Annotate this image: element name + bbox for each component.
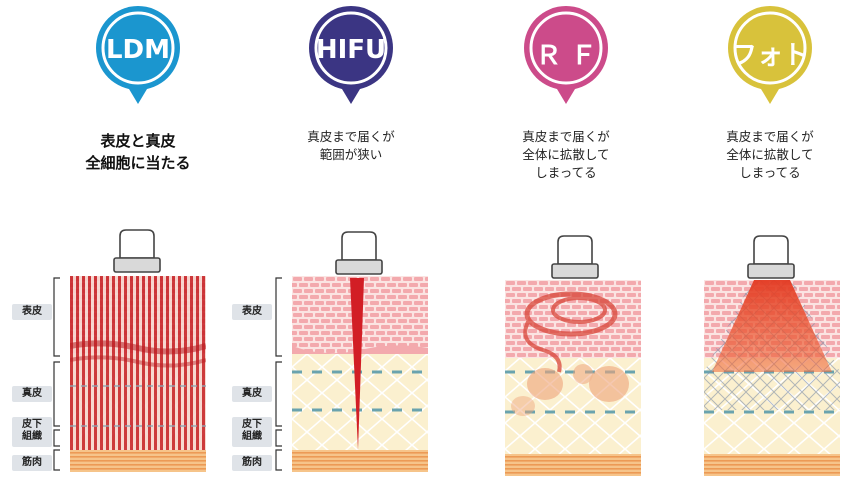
left-layer-brackets	[53, 277, 60, 471]
ldm-probe-icon	[113, 229, 161, 273]
photo-description-line: しまってる	[739, 165, 801, 180]
ldm-skin-diagram	[70, 276, 206, 472]
photo-skin-diagram	[704, 280, 840, 476]
middle-label-dermis: 真皮	[232, 386, 272, 402]
photo-pin-label: フォト	[730, 41, 809, 71]
ldm-wave-stripes	[70, 276, 206, 450]
rf-description-line: 全体に拡散して	[522, 147, 610, 162]
ldm-description-line: 表皮と真皮	[100, 132, 176, 150]
hifu-pin-label: HIFU	[315, 35, 387, 65]
hifu-description-line: 範囲が狭い	[319, 147, 383, 162]
photo-description-line: 真皮まで届くが	[726, 129, 814, 144]
rf-pin-label: Ｒ Ｆ	[535, 41, 597, 71]
middle-label-subcutaneous-line: 皮下	[242, 419, 262, 430]
ldm-pin-shape	[96, 6, 180, 104]
rf-pin-shape	[524, 6, 608, 104]
hifu-skin-diagram	[292, 276, 428, 472]
photo-muscle-layer	[704, 454, 840, 476]
rf-muscle-layer	[505, 454, 641, 476]
hifu-description: 真皮まで届くが 範囲が狭い	[280, 128, 422, 164]
rf-probe-icon	[551, 235, 599, 279]
ldm-muscle-layer	[70, 450, 206, 472]
hifu-pin-shape	[309, 6, 393, 104]
middle-label-muscle: 筋肉	[232, 455, 272, 471]
middle-label-subcutaneous-line: 組織	[242, 431, 262, 442]
hifu-focus-beam	[350, 278, 364, 450]
hifu-muscle-layer	[292, 450, 428, 472]
rf-description-line: 真皮まで届くが	[522, 129, 610, 144]
left-label-muscle: 筋肉	[12, 455, 52, 471]
photo-description: 真皮まで届くが 全体に拡散して しまってる	[698, 128, 842, 182]
rf-skin-diagram	[505, 280, 641, 476]
left-label-subcutaneous: 皮下 組織	[12, 417, 52, 447]
left-label-dermis: 真皮	[12, 386, 52, 402]
middle-label-subcutaneous: 皮下 組織	[232, 417, 272, 447]
middle-layer-brackets	[275, 277, 282, 471]
ldm-pin-label: LDM	[105, 35, 171, 65]
ldm-pin-badge: LDM	[92, 2, 184, 112]
photo-probe-icon	[747, 235, 795, 279]
left-label-subcutaneous-line: 皮下	[22, 419, 42, 430]
rf-description: 真皮まで届くが 全体に拡散して しまってる	[494, 128, 638, 182]
photo-light-cone	[712, 280, 832, 372]
rf-pin-badge: Ｒ Ｆ	[520, 2, 612, 112]
hifu-probe-icon	[335, 231, 383, 275]
hifu-description-line: 真皮まで届くが	[307, 129, 395, 144]
ldm-description: 表皮と真皮 全細胞に当たる	[58, 130, 218, 174]
photo-pin-shape	[728, 6, 812, 104]
photo-pin-badge: フォト	[724, 2, 816, 112]
hifu-pin-badge: HIFU	[305, 2, 397, 112]
rf-description-line: しまってる	[535, 165, 597, 180]
ldm-description-line: 全細胞に当たる	[85, 154, 191, 172]
left-label-epidermis: 表皮	[12, 304, 52, 320]
left-label-subcutaneous-line: 組織	[22, 431, 42, 442]
rf-diffuse-heat	[511, 291, 629, 416]
photo-description-line: 全体に拡散して	[726, 147, 814, 162]
middle-label-epidermis: 表皮	[232, 304, 272, 320]
